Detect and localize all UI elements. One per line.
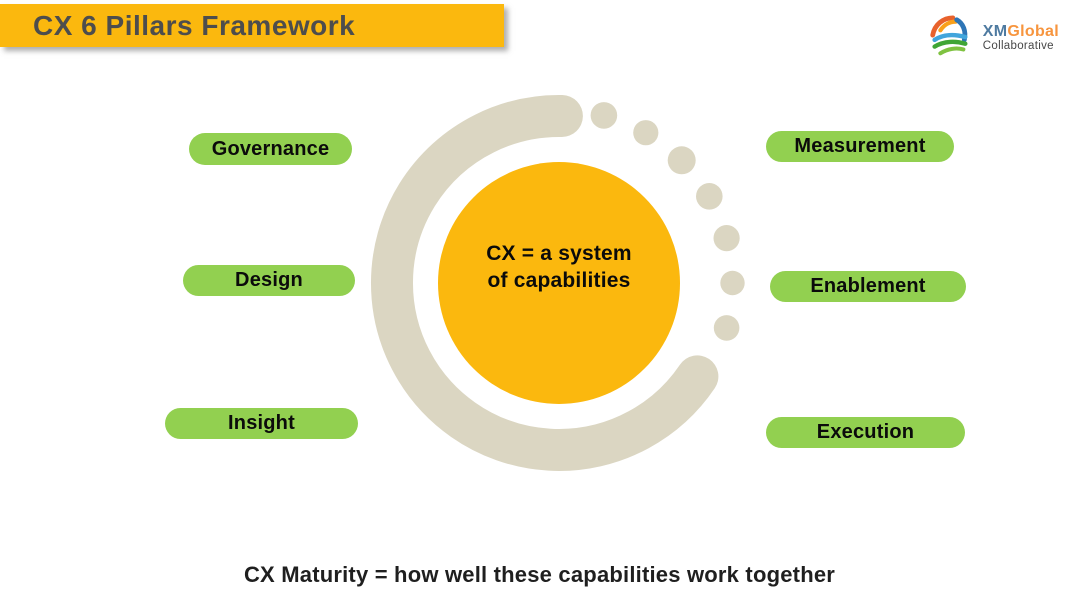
center-label-line1: CX = a system [486, 242, 632, 265]
pill-governance: Governance [189, 133, 352, 165]
pill-design: Design [183, 265, 355, 296]
pill-insight: Insight [165, 408, 358, 439]
ring-dot [713, 315, 740, 341]
logo-brand: XMGlobal [983, 23, 1059, 40]
logo-brand-global: Global [1007, 22, 1059, 40]
pill-execution: Execution [766, 417, 965, 448]
ring-dot [696, 183, 723, 210]
ring-dot [720, 270, 745, 296]
page-title: CX 6 Pillars Framework [33, 9, 356, 41]
pill-measurement: Measurement [766, 131, 954, 162]
center-label-line2: of capabilities [487, 269, 631, 292]
title-banner: CX 6 Pillars Framework [0, 4, 504, 47]
ring-dot [713, 225, 740, 252]
ring-dot [667, 146, 696, 175]
footer-caption: CX Maturity = how well these capabilitie… [243, 562, 836, 587]
swirl-globe-icon [930, 15, 968, 56]
pill-enablement: Enablement [770, 271, 966, 302]
logo-text: XMGlobal Collaborative [983, 23, 1059, 52]
logo-brand-xm: XM [982, 22, 1008, 40]
ring-dot [633, 120, 659, 146]
logo-subtitle: Collaborative [982, 39, 1054, 52]
ring-dot [590, 102, 618, 129]
xm-global-logo: XMGlobal Collaborative [925, 14, 1059, 60]
center-capability-circle: CX = a system of capabilities [438, 162, 680, 404]
